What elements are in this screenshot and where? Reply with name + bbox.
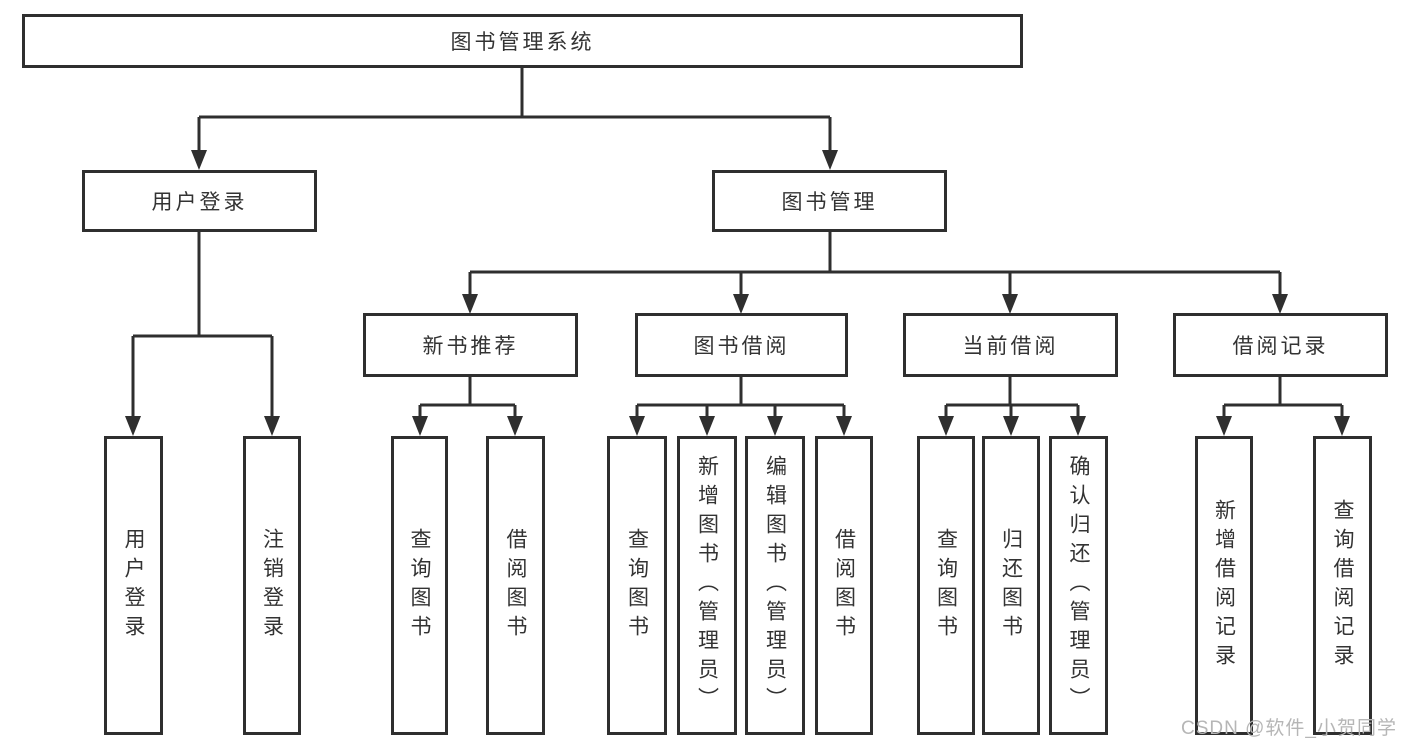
- leaf-user-login: 用户登录: [104, 436, 163, 735]
- leaf-add-borrow-record: 新增借阅记录: [1195, 436, 1253, 735]
- node-label: 借阅记录: [1232, 335, 1329, 358]
- leaf-label: 借阅图书: [504, 527, 527, 644]
- leaf-label: 新增图书（管理员）: [695, 455, 719, 716]
- leaf-edit-books-admin: 编辑图书（管理员）: [745, 436, 805, 735]
- leaf-label: 归还图书: [999, 527, 1023, 644]
- node-book-management-branch: 图书管理: [712, 170, 947, 232]
- node-label: 图书管理系统: [450, 31, 595, 54]
- node-book-borrowing: 图书借阅: [635, 313, 848, 377]
- leaf-query-books: 查询图书: [917, 436, 975, 735]
- leaf-return-books: 归还图书: [982, 436, 1040, 735]
- leaf-borrow-books: 借阅图书: [815, 436, 873, 735]
- leaf-confirm-return-admin: 确认归还（管理员）: [1049, 436, 1108, 735]
- node-label: 图书管理: [781, 191, 878, 214]
- node-borrowing-records: 借阅记录: [1173, 313, 1388, 377]
- node-library-management-system: 图书管理系统: [22, 14, 1023, 68]
- node-label: 用户登录: [151, 191, 248, 214]
- connector-lines: [131, 68, 1344, 420]
- node-label: 新书推荐: [422, 335, 519, 358]
- leaf-label: 借阅图书: [832, 527, 856, 644]
- node-current-borrowing: 当前借阅: [903, 313, 1118, 377]
- leaf-add-books-admin: 新增图书（管理员）: [677, 436, 737, 735]
- leaf-borrow-books: 借阅图书: [486, 436, 545, 735]
- node-label: 当前借阅: [962, 335, 1059, 358]
- leaf-label: 用户登录: [122, 527, 145, 644]
- leaf-label: 查询图书: [625, 527, 649, 644]
- leaf-query-borrow-record: 查询借阅记录: [1313, 436, 1372, 735]
- leaf-label: 编辑图书（管理员）: [763, 455, 787, 716]
- leaf-query-books: 查询图书: [607, 436, 667, 735]
- watermark: CSDN @软件_小贺同学: [1181, 718, 1397, 739]
- leaf-label: 确认归还（管理员）: [1067, 455, 1090, 716]
- leaf-label: 新增借阅记录: [1212, 498, 1236, 673]
- node-new-book-recommendation: 新书推荐: [363, 313, 578, 377]
- leaf-query-books: 查询图书: [391, 436, 448, 735]
- node-user-login-branch: 用户登录: [82, 170, 317, 232]
- leaf-label: 查询图书: [408, 527, 431, 644]
- leaf-label: 注销登录: [260, 527, 284, 644]
- leaf-label: 查询图书: [934, 527, 958, 644]
- leaf-logout-login: 注销登录: [243, 436, 301, 735]
- node-label: 图书借阅: [693, 335, 790, 358]
- leaf-label: 查询借阅记录: [1331, 498, 1354, 673]
